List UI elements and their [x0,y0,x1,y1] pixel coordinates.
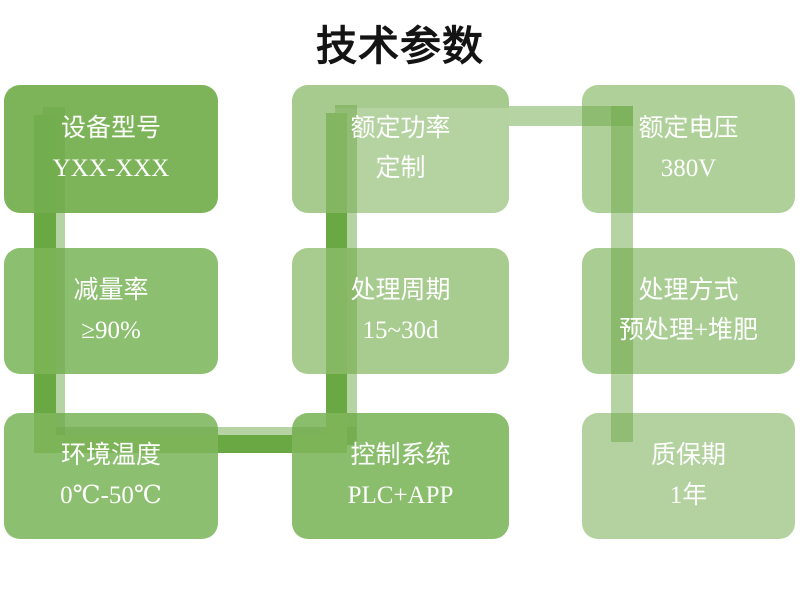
slide-title: 技术参数 [316,22,484,70]
connector-dark-segment [34,435,218,453]
connector-dark-segment [326,374,347,413]
connector-dark-segment [326,413,347,453]
connector-dark-segment [218,435,292,453]
connector-dark-segment [34,248,56,374]
box-rated-power-inset-panel [335,108,509,213]
connector-light-horizontal-top [509,106,633,126]
box-treatment-cycle-bg [292,248,509,374]
connector-dark-segment [326,113,347,213]
connector-dark-segment [34,374,56,413]
connector-dark-segment [326,248,347,374]
connector-dark-segment [34,213,56,248]
connector-light-vertical-right [611,106,633,442]
connector-dark-segment [34,115,56,213]
connector-dark-segment [326,213,347,248]
